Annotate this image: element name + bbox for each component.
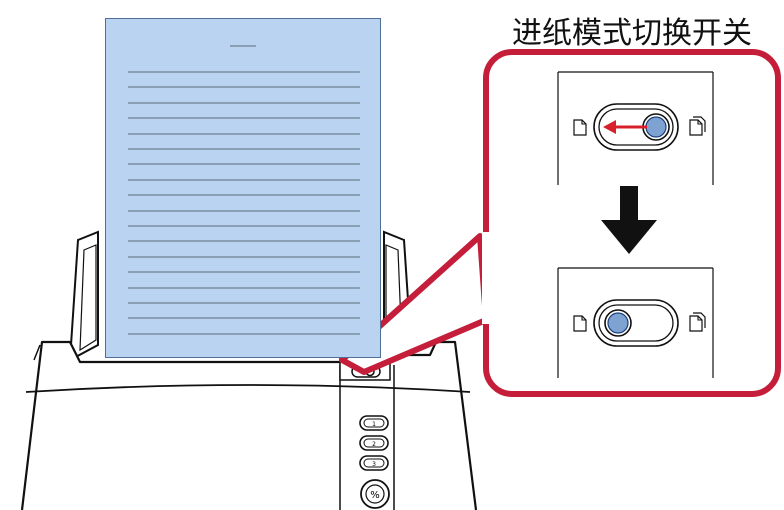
scanner-body <box>20 340 478 510</box>
document-text-line <box>128 117 360 120</box>
document-text-line <box>128 132 360 135</box>
document-text-line <box>128 86 360 89</box>
scan-button-label: % <box>370 490 380 501</box>
document-text-line <box>128 163 360 166</box>
document-text-line <box>128 255 360 258</box>
document-text-line <box>128 101 360 104</box>
document-text-line <box>128 71 360 73</box>
scan-button[interactable]: % <box>360 479 390 509</box>
document-text-line <box>128 148 360 150</box>
double-document-icon <box>689 116 706 136</box>
left-arrow-icon <box>603 120 647 134</box>
double-document-icon <box>689 312 706 332</box>
document-text-line <box>128 332 360 335</box>
document-text-line <box>128 240 360 243</box>
switch-state-after <box>557 267 714 378</box>
panel-button-1[interactable]: 1 <box>359 415 389 431</box>
document-icon <box>573 119 587 136</box>
document-sheet <box>105 18 381 358</box>
document-text-line <box>128 271 360 274</box>
document-text-line <box>128 178 360 181</box>
switch-state-before <box>557 71 714 185</box>
panel-button-2[interactable]: 2 <box>359 435 389 451</box>
panel-button-2-label: 2 <box>372 441 376 448</box>
document-icon <box>573 315 587 332</box>
document-text-line <box>128 286 360 289</box>
panel-button-1-label: 1 <box>372 421 376 428</box>
control-panel: 1 2 3 % <box>359 415 390 509</box>
callout-title: 进纸模式切换开关 <box>512 16 752 51</box>
panel-button-3-label: 3 <box>372 461 376 468</box>
document-text-line <box>128 225 360 227</box>
document-text-line <box>128 317 360 320</box>
document-text-line <box>128 302 360 304</box>
document-heading-line <box>230 45 256 47</box>
panel-button-3[interactable]: 3 <box>359 455 389 471</box>
document-text-line <box>128 194 360 197</box>
down-arrow-icon <box>601 186 657 254</box>
document-text-line <box>128 209 360 212</box>
